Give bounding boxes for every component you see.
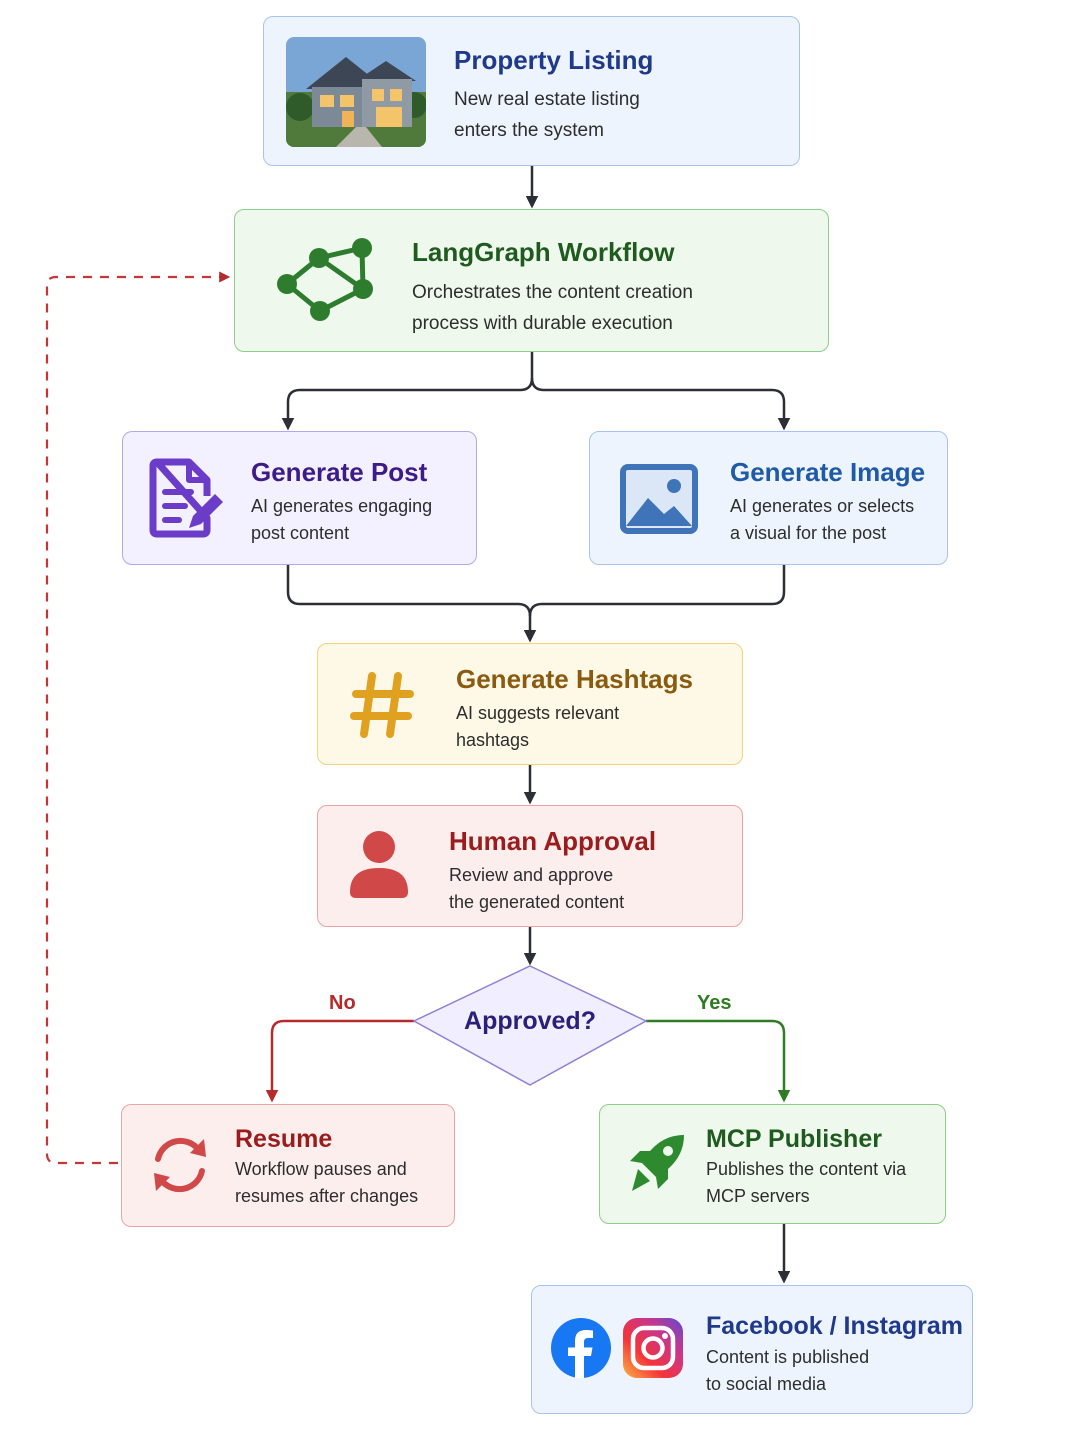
node-generate-image: Generate Image AI generates or selects a… bbox=[589, 431, 948, 565]
image-title: Generate Image bbox=[730, 457, 926, 487]
image-desc-line1: AI generates or selects bbox=[730, 496, 915, 516]
edge-langgraph-to-image bbox=[530, 377, 791, 431]
social-desc-line1: Content is published bbox=[706, 1347, 870, 1367]
no-label: No bbox=[329, 992, 356, 1014]
edge-image-merge bbox=[528, 565, 786, 617]
refresh-icon bbox=[148, 1133, 212, 1202]
edge-post-merge bbox=[286, 565, 537, 643]
post-desc-line1: AI generates engaging bbox=[251, 496, 433, 516]
graph-icon bbox=[273, 232, 378, 332]
node-property-listing: Property Listing New real estate listing… bbox=[263, 16, 800, 166]
social-desc-line2: to social media bbox=[706, 1374, 827, 1394]
facebook-icon bbox=[551, 1318, 611, 1383]
social-title: Facebook / Instagram bbox=[706, 1312, 964, 1340]
edge-yes bbox=[646, 1019, 791, 1103]
rocket-icon bbox=[624, 1131, 688, 1200]
post-desc-line2: post content bbox=[251, 523, 350, 543]
node-human-approval: Human Approval Review and approve the ge… bbox=[317, 805, 743, 927]
property-desc-line1: New real estate listing bbox=[454, 89, 640, 110]
instagram-icon bbox=[623, 1318, 683, 1383]
node-social-media: Facebook / Instagram Content is publishe… bbox=[531, 1285, 973, 1414]
edge-langgraph-split bbox=[281, 352, 534, 431]
image-icon bbox=[620, 464, 698, 539]
node-mcp-publisher: MCP Publisher Publishes the content via … bbox=[599, 1104, 946, 1224]
resume-title: Resume bbox=[235, 1125, 333, 1153]
hashtags-desc-line2: hashtags bbox=[456, 730, 530, 750]
hashtags-title: Generate Hashtags bbox=[456, 664, 693, 694]
node-langgraph-workflow: LangGraph Workflow Orchestrates the cont… bbox=[234, 209, 829, 352]
publisher-title: MCP Publisher bbox=[706, 1125, 882, 1153]
node-generate-post: Generate Post AI generates engaging post… bbox=[122, 431, 477, 565]
publisher-desc-line1: Publishes the content via bbox=[706, 1159, 907, 1179]
post-title: Generate Post bbox=[251, 457, 428, 487]
decision-diamond bbox=[412, 965, 648, 1086]
langgraph-title: LangGraph Workflow bbox=[412, 237, 675, 267]
langgraph-desc-line2: process with durable execution bbox=[412, 313, 673, 334]
image-desc-line2: a visual for the post bbox=[730, 523, 887, 543]
node-generate-hashtags: Generate Hashtags AI suggests relevant h… bbox=[317, 643, 743, 765]
property-desc-line2: enters the system bbox=[454, 120, 604, 141]
property-title: Property Listing bbox=[454, 45, 654, 75]
approval-desc-line2: the generated content bbox=[449, 892, 625, 912]
resume-desc-line2: resumes after changes bbox=[235, 1186, 419, 1206]
langgraph-desc-line1: Orchestrates the content creation bbox=[412, 282, 693, 303]
hashtags-desc-line1: AI suggests relevant bbox=[456, 703, 620, 723]
node-resume: Resume Workflow pauses and resumes after… bbox=[121, 1104, 455, 1227]
yes-label: Yes bbox=[697, 992, 732, 1014]
resume-desc-line1: Workflow pauses and bbox=[235, 1159, 407, 1179]
approval-title: Human Approval bbox=[449, 826, 657, 856]
house-photo bbox=[286, 37, 426, 147]
approval-desc-line1: Review and approve bbox=[449, 865, 614, 885]
person-icon bbox=[348, 830, 410, 905]
hashtag-icon bbox=[350, 672, 414, 743]
edge-resume-loop bbox=[45, 271, 231, 1165]
document-edit-icon bbox=[149, 458, 225, 543]
decision-label: Approved? bbox=[464, 1007, 596, 1035]
edge-no bbox=[265, 1019, 414, 1103]
publisher-desc-line2: MCP servers bbox=[706, 1186, 810, 1206]
